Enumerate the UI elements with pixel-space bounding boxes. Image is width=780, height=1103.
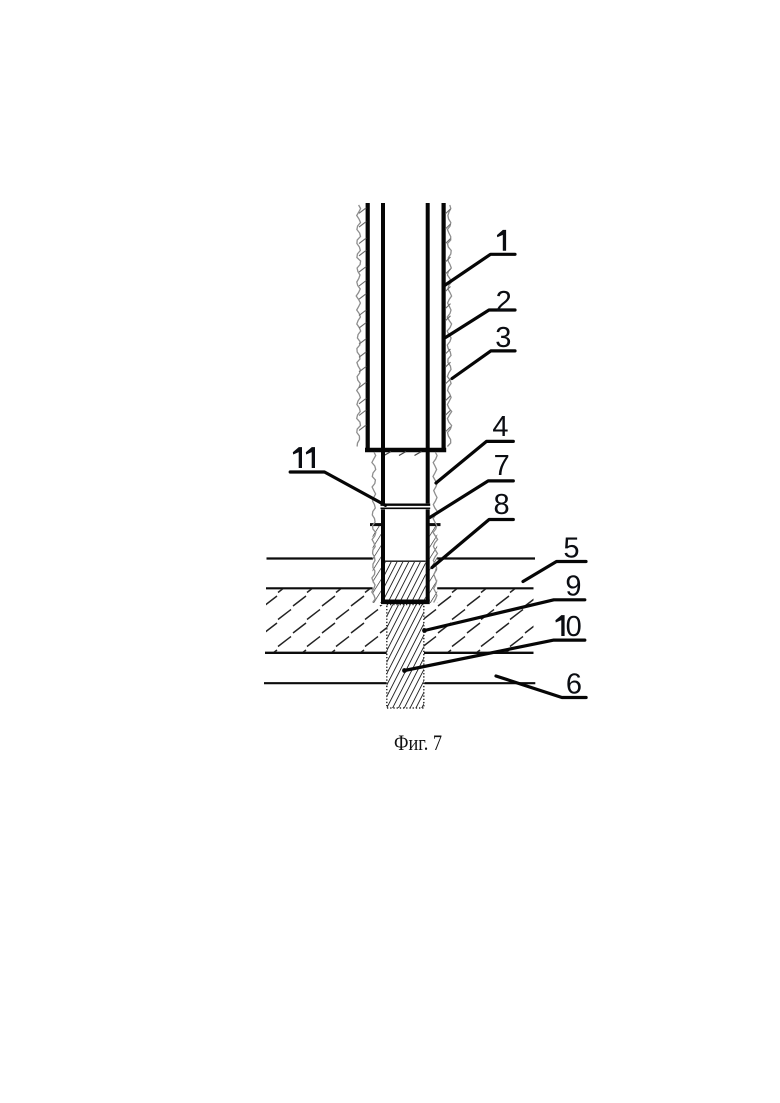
svg-text:9: 9 bbox=[565, 571, 581, 603]
svg-text:0: 0 bbox=[566, 611, 582, 643]
svg-text:5: 5 bbox=[563, 533, 579, 565]
svg-text:8: 8 bbox=[494, 489, 510, 521]
svg-text:Фиг. 7: Фиг. 7 bbox=[394, 730, 442, 755]
svg-text:3: 3 bbox=[495, 322, 511, 354]
svg-text:7: 7 bbox=[494, 450, 510, 482]
svg-text:2: 2 bbox=[496, 286, 512, 318]
svg-text:6: 6 bbox=[566, 669, 582, 701]
svg-text:4: 4 bbox=[492, 411, 508, 443]
